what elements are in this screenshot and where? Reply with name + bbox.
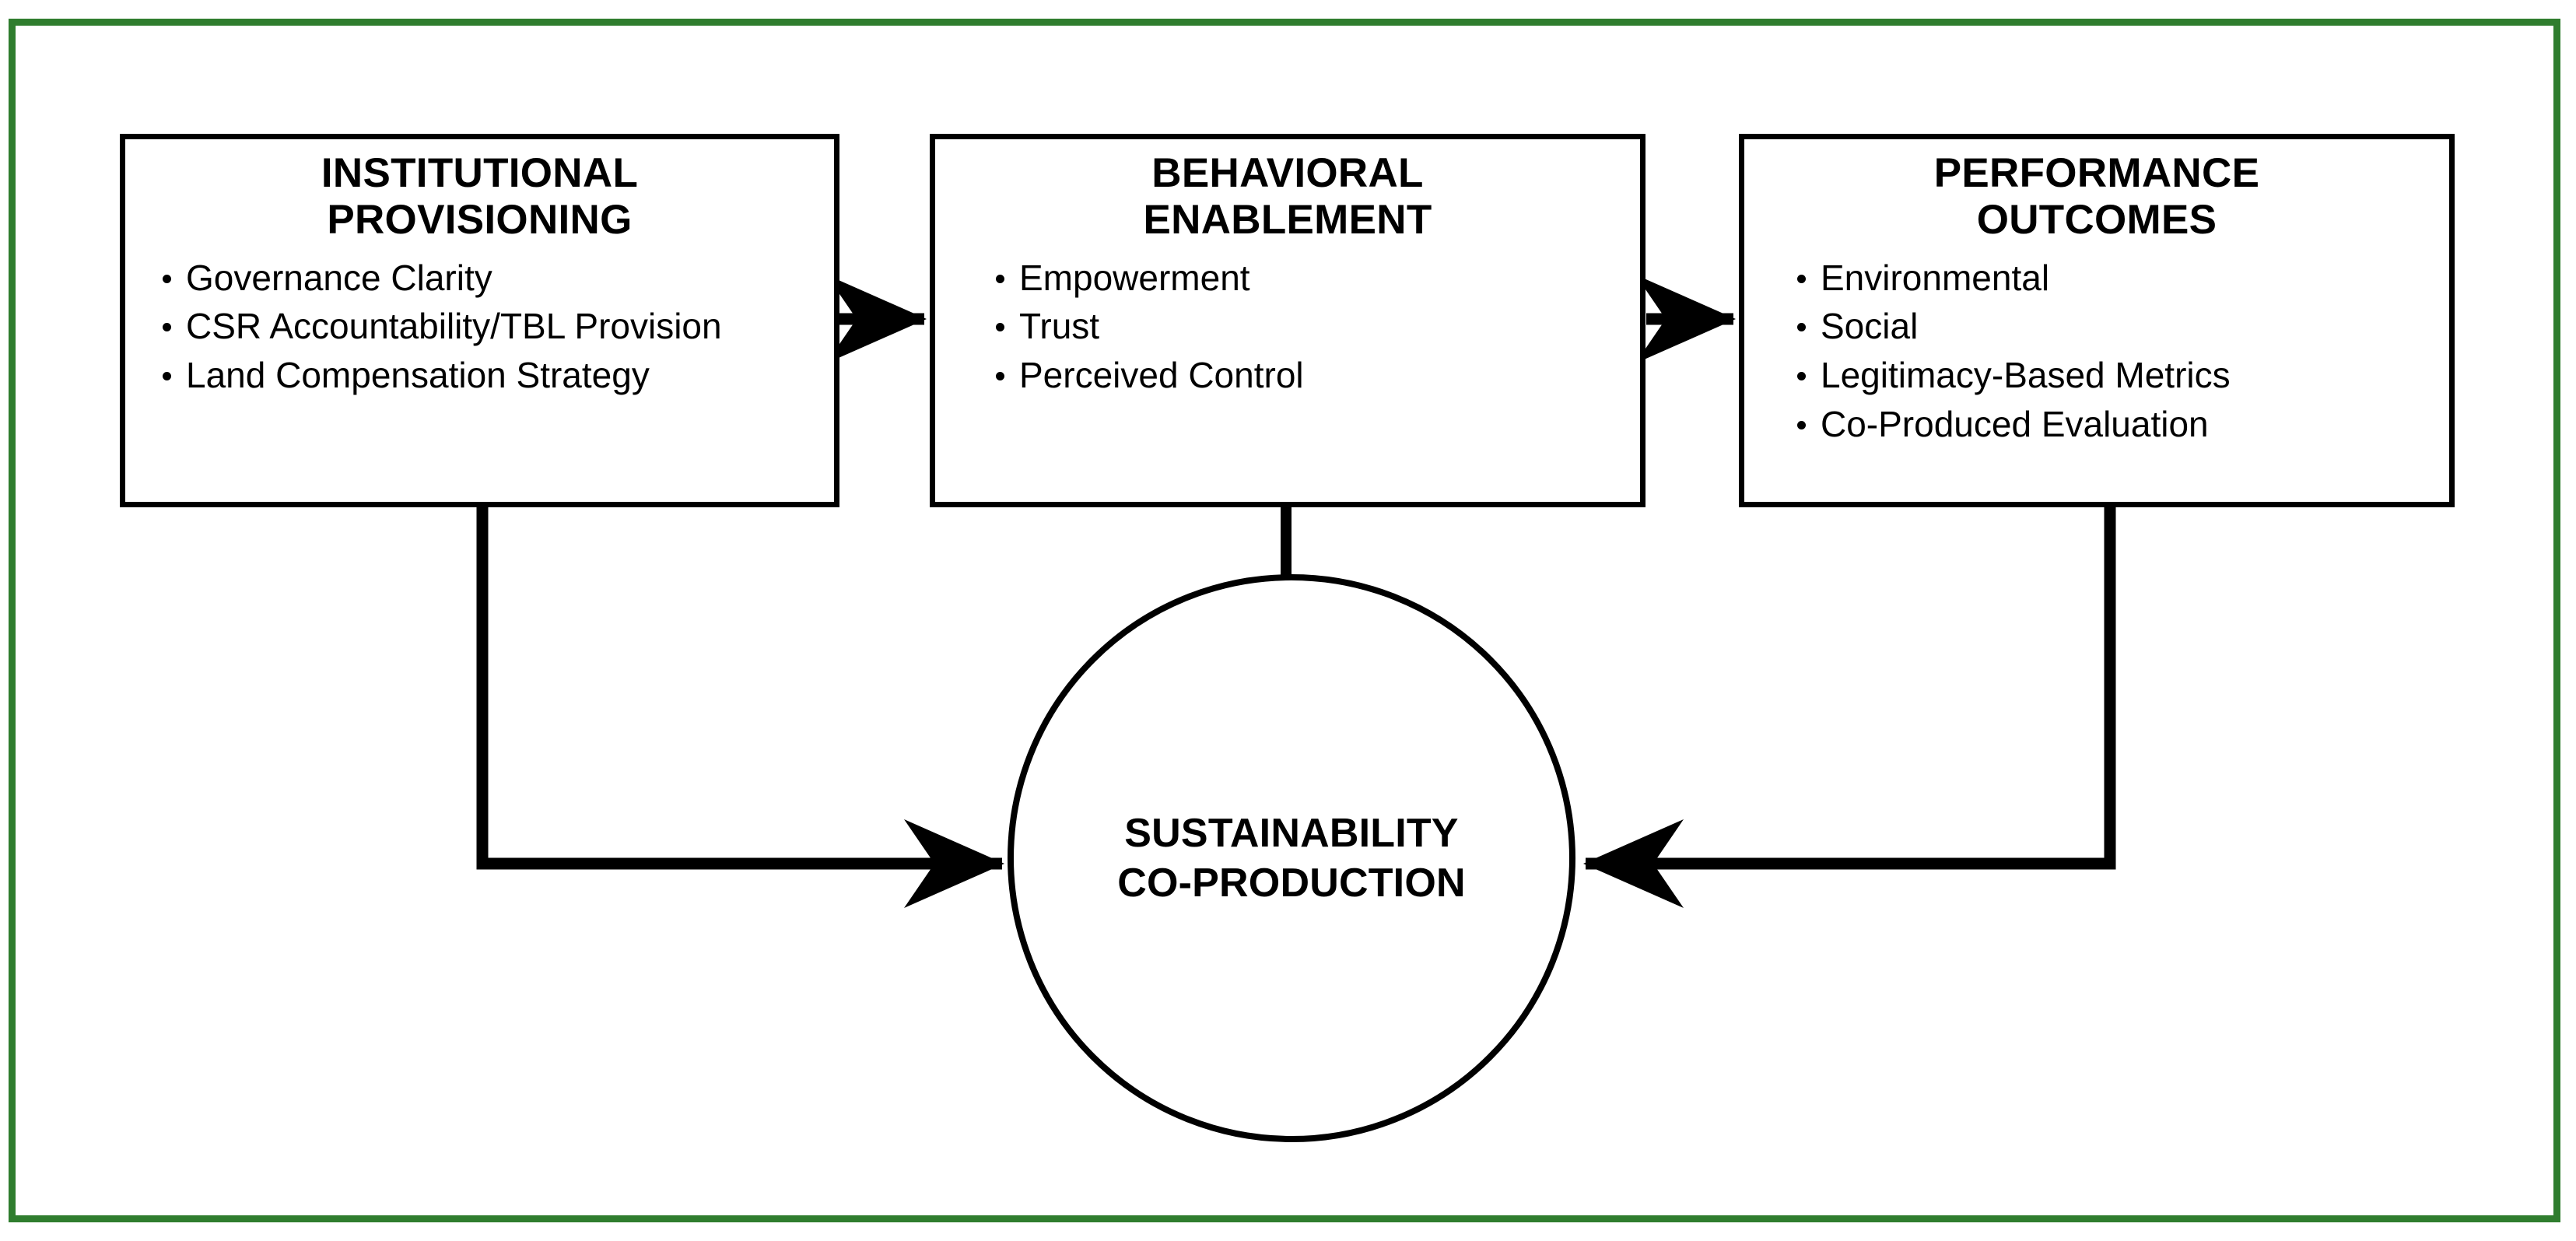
list-item: Legitimacy-Based Metrics xyxy=(1796,352,2435,399)
circle-label-sustainability-co-production: SUSTAINABILITY CO-PRODUCTION xyxy=(1117,810,1466,906)
list-item: Empowerment xyxy=(994,254,1626,302)
box-title-performance-outcomes: PERFORMANCE OUTCOMES xyxy=(1933,150,2260,243)
list-item: CSR Accountability/TBL Provision xyxy=(161,303,820,350)
list-item: Land Compensation Strategy xyxy=(161,352,820,399)
list-item: Trust xyxy=(994,303,1626,350)
list-item: Governance Clarity xyxy=(161,254,820,302)
list-item: Social xyxy=(1796,303,2435,350)
connector-performance-to-circle xyxy=(1582,507,2116,908)
bullet-list-institutional-provisioning: Governance Clarity CSR Accountability/TB… xyxy=(139,254,820,399)
bullet-list-performance-outcomes: Environmental Social Legitimacy-Based Me… xyxy=(1758,254,2435,448)
bullet-list-behavioral-enablement: Empowerment Trust Perceived Control xyxy=(949,254,1626,399)
list-item: Environmental xyxy=(1796,254,2435,302)
list-item: Co-Produced Evaluation xyxy=(1796,401,2435,448)
node-sustainability-co-production: SUSTAINABILITY CO-PRODUCTION xyxy=(1008,574,1575,1142)
box-title-behavioral-enablement: BEHAVIORAL ENABLEMENT xyxy=(1143,150,1432,243)
list-item: Perceived Control xyxy=(994,352,1626,399)
connector-institutional-to-circle xyxy=(476,507,1005,908)
node-behavioral-enablement: BEHAVIORAL ENABLEMENT Empowerment Trust … xyxy=(930,134,1645,507)
box-title-institutional-provisioning: INSTITUTIONAL PROVISIONING xyxy=(321,150,639,243)
node-performance-outcomes: PERFORMANCE OUTCOMES Environmental Socia… xyxy=(1739,134,2455,507)
node-institutional-provisioning: INSTITUTIONAL PROVISIONING Governance Cl… xyxy=(120,134,839,507)
